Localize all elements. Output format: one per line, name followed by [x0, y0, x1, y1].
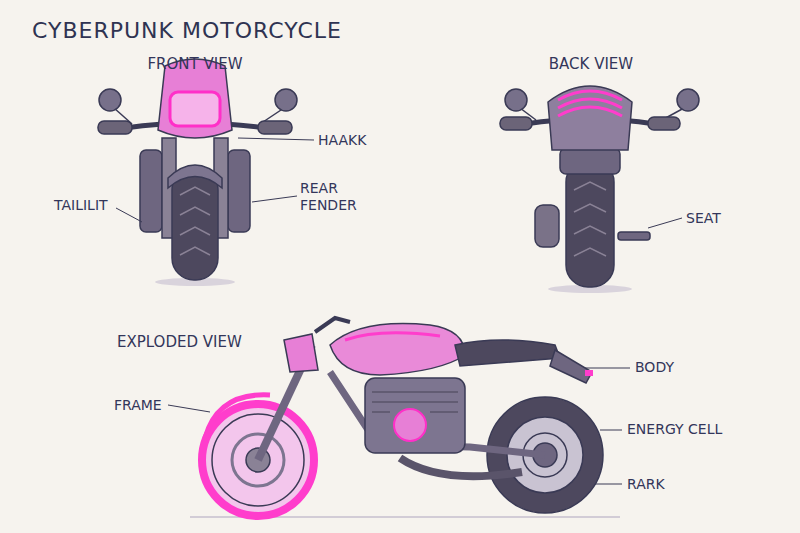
side-block [228, 150, 250, 232]
part-label: SEAT [686, 210, 721, 227]
exhaust [400, 458, 522, 476]
part-label: REAR FENDER [300, 180, 370, 214]
tire-tread [574, 182, 606, 256]
part-label: FRAME [114, 397, 162, 414]
part-label: HAAKK [318, 132, 366, 149]
fender [168, 165, 222, 188]
engine [365, 378, 465, 453]
side-view-bike [190, 318, 620, 517]
tail-hump [548, 86, 632, 150]
seat [455, 340, 560, 366]
part-label: BACK VIEW [549, 56, 633, 73]
grip [98, 121, 132, 134]
leader-line [116, 208, 142, 222]
back-view-bike [500, 86, 699, 293]
part-label: RARK [627, 476, 665, 493]
leader-line [168, 405, 210, 412]
part-label: BODY [635, 359, 674, 376]
handlebar [315, 318, 350, 332]
part-label: EXPLODED VIEW [117, 334, 242, 351]
front-fender [205, 395, 270, 438]
frame-swingarm [330, 372, 545, 455]
mirror [505, 89, 527, 111]
diagram-title: CYBERPUNK MOTORCYCLE [32, 18, 342, 43]
grip [648, 117, 680, 130]
mirror [99, 89, 121, 111]
mirror [677, 89, 699, 111]
headlight [284, 334, 318, 372]
leader-line [238, 138, 314, 140]
fuel-tank [330, 324, 465, 375]
tail-light [585, 370, 593, 376]
tail [550, 350, 592, 383]
engine-cover [394, 409, 426, 441]
tail-light [558, 91, 622, 116]
footpeg [618, 232, 650, 240]
part-label: TAILILIT [54, 197, 108, 214]
part-label: ENERGY CELL [627, 421, 722, 438]
mirror [275, 89, 297, 111]
part-label: FRONT VIEW [147, 56, 242, 73]
exhaust [535, 205, 559, 247]
tire [172, 168, 218, 280]
headlight-lens [170, 92, 220, 126]
leader-line [600, 430, 622, 431]
tire [566, 160, 614, 287]
leader-line [648, 218, 682, 228]
grip [258, 121, 292, 134]
front-view-bike [98, 59, 297, 286]
grip [500, 117, 532, 130]
leader-line [252, 196, 297, 202]
side-block [140, 150, 162, 232]
rear-fender [560, 148, 620, 174]
tire-tread [180, 187, 210, 255]
tank-stripe [345, 333, 440, 340]
